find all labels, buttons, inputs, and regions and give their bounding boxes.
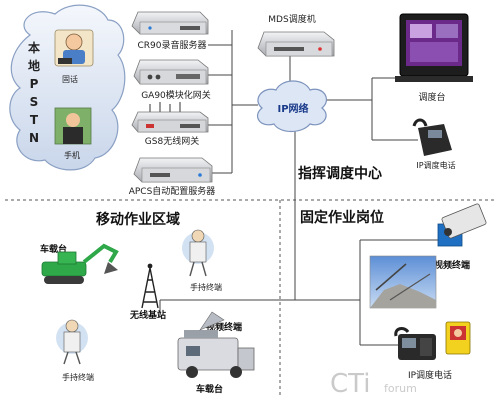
pstn-char-3: P — [30, 77, 39, 91]
ip-dispatch-phone-icon — [412, 118, 452, 156]
fixed-phone-label: 固话 — [62, 74, 78, 84]
mobile-user-icon — [54, 107, 92, 145]
handheld-terminal-1-icon — [182, 229, 214, 277]
dispatch-console-icon — [395, 13, 473, 82]
handheld-terminal-2-icon — [56, 319, 88, 365]
pstn-char-4: S — [30, 95, 39, 109]
gs8-wireless-gateway-icon — [131, 102, 209, 133]
ip-dispatch-phone-fixed-icon — [394, 327, 436, 360]
dispatch-console-label: 调度台 — [418, 91, 445, 103]
video-terminal-fixed-label: 视频终端 — [434, 259, 470, 271]
broadcast-van-icon — [177, 311, 255, 378]
ga90-gateway-label: GA90模块化网关 — [141, 89, 211, 101]
cti-watermark-forum: forum — [384, 382, 417, 395]
mds-dispatcher-icon — [257, 31, 335, 57]
ip-dispatch-phone-label: IP调度电话 — [416, 160, 455, 170]
quarry-site-photo — [369, 255, 437, 309]
surveillance-camera-icon — [437, 203, 487, 247]
ip-network-cloud — [257, 80, 327, 133]
pstn-char-2: 地 — [28, 58, 40, 73]
ip-dispatch-phone-fixed-label: IP调度电话 — [408, 369, 452, 381]
connection-lines — [159, 30, 438, 346]
ip-network-label: IP网络 — [277, 102, 308, 115]
gs8-wireless-gateway-label: GS8无线网关 — [145, 135, 199, 147]
ga90-gateway-icon — [133, 59, 209, 85]
fixed-area-heading: 固定作业岗位 — [300, 209, 384, 226]
apcs-server-label: APCS自动配置服务器 — [129, 185, 216, 197]
excavator-icon — [41, 243, 119, 284]
command-center-heading: 指挥调度中心 — [298, 165, 382, 182]
local-pstn-cloud — [9, 4, 126, 171]
cti-watermark: CTi — [330, 369, 370, 399]
pstn-vertical-label: 本 地 P S T N — [28, 40, 40, 145]
handheld-terminal-2-label: 手持终端 — [62, 372, 94, 382]
cr90-server-label: CR90录音服务器 — [138, 39, 207, 51]
mobile-area-heading: 移动作业区域 — [96, 211, 180, 228]
radio-tower-icon — [141, 263, 159, 309]
vehicle-bottom-label: 车载台 — [196, 383, 223, 395]
pstn-char-5: T — [30, 113, 39, 127]
mds-label: MDS调度机 — [268, 13, 315, 25]
mobile-phone-label: 手机 — [64, 150, 80, 160]
pstn-char-1: 本 — [28, 40, 40, 55]
video-phone-icon — [445, 321, 471, 355]
fixed-phone-user-icon — [54, 29, 94, 67]
cr90-server-icon — [131, 11, 209, 35]
handheld-terminal-1-label: 手持终端 — [190, 282, 222, 292]
apcs-server-icon — [133, 157, 213, 183]
region-borders — [5, 199, 495, 396]
base-station-label: 无线基站 — [129, 309, 166, 321]
pstn-char-6: N — [29, 131, 39, 145]
